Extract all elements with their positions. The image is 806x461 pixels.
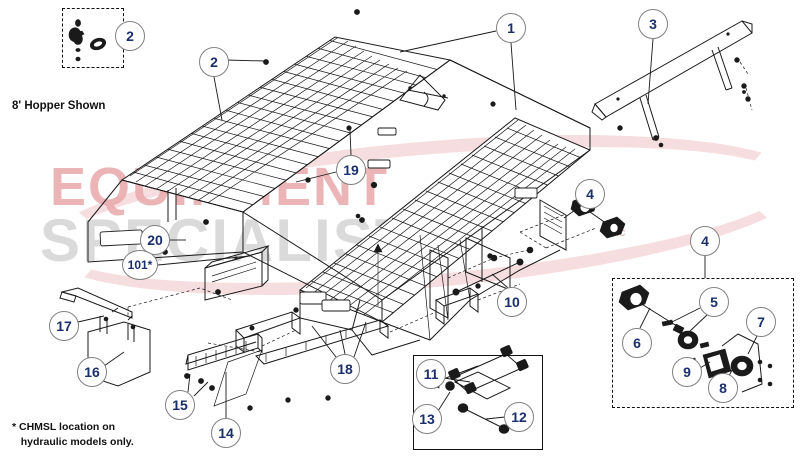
screen-panel-right	[300, 118, 590, 322]
rail-assembly-group	[591, 20, 753, 148]
callout-1[interactable]: 1	[496, 13, 526, 43]
callout-11[interactable]: 11	[416, 359, 446, 389]
callout-17[interactable]: 17	[49, 311, 79, 341]
tail-light-body-group	[519, 194, 626, 249]
callout-9[interactable]: 9	[672, 357, 702, 387]
callout-6[interactable]: 6	[622, 328, 652, 358]
callout-16[interactable]: 16	[77, 357, 107, 387]
callout-19[interactable]: 19	[336, 155, 366, 185]
callout-3[interactable]: 3	[638, 9, 668, 39]
screen-panel-left	[122, 37, 450, 212]
leader-lines	[77, 30, 758, 420]
callout-15[interactable]: 15	[165, 390, 195, 420]
callout-2-hardware[interactable]: 2	[115, 21, 145, 51]
mudflap-assembly-group	[59, 287, 233, 387]
lower-bracket-group	[184, 329, 297, 407]
ladder-detail-group	[445, 345, 529, 434]
callout-10[interactable]: 10	[497, 287, 527, 317]
callout-4-body[interactable]: 4	[575, 179, 605, 209]
callout-18[interactable]: 18	[330, 354, 360, 384]
callout-7[interactable]: 7	[746, 307, 776, 337]
light-detail-group	[618, 284, 773, 393]
note-chmsl: * CHMSL location on hydraulic models onl…	[12, 421, 134, 448]
hardware-parts-group	[68, 19, 124, 62]
callout-14[interactable]: 14	[211, 418, 241, 448]
callout-8[interactable]: 8	[708, 373, 738, 403]
frame-members-group	[235, 213, 521, 411]
callout-12[interactable]: 12	[504, 402, 534, 432]
note-hopper-shown: 8' Hopper Shown	[12, 100, 106, 112]
detail-box-lights	[612, 278, 794, 408]
detail-box-ladder	[413, 355, 543, 450]
item10-crossbar	[447, 246, 534, 296]
callout-13[interactable]: 13	[412, 404, 442, 434]
hopper-body-group	[87, 9, 623, 356]
callout-4-detail[interactable]: 4	[690, 226, 720, 256]
callout-5[interactable]: 5	[699, 287, 729, 317]
callout-2-screen[interactable]: 2	[199, 47, 229, 77]
callout-101[interactable]: 101*	[122, 250, 158, 280]
